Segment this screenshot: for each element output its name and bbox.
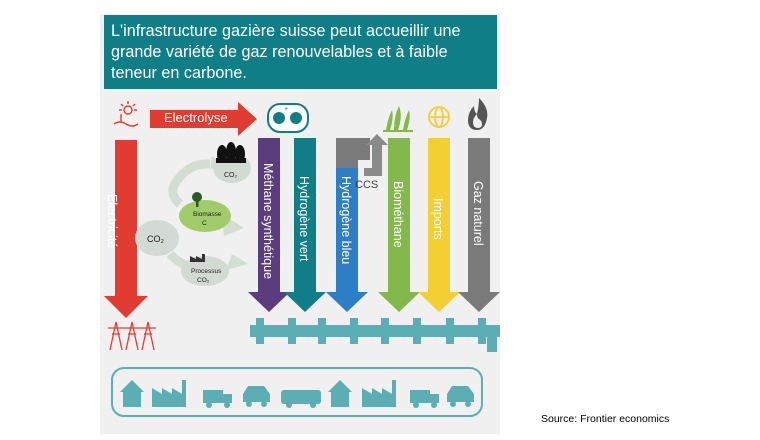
electrolyser-tank-icon: + <box>267 103 309 133</box>
biomasse-c-label: C <box>202 220 207 227</box>
tree-icon <box>192 192 202 207</box>
electricite-label: Electricité <box>105 194 119 249</box>
car-icon <box>447 386 474 407</box>
factory-co2-label: CO₂ <box>224 172 238 179</box>
ccs-label: CCS <box>355 179 378 191</box>
ccs-arrow <box>364 134 388 176</box>
imports-arrow <box>418 138 460 312</box>
processus-label: Processus <box>191 268 222 275</box>
power-pylon-icon <box>108 321 156 351</box>
bus-icon <box>281 390 321 408</box>
consumers-box <box>111 367 483 417</box>
gaz-naturel-label: Gaz naturel <box>471 181 485 246</box>
sun-wind-icon <box>113 101 139 127</box>
electrolyse-label: Electrolyse <box>164 110 228 125</box>
gaz-naturel-arrow <box>458 138 500 312</box>
hydrogene-vert-arrow <box>284 138 326 312</box>
leaves-icon <box>383 106 413 132</box>
biomethane-label: Biométhane <box>391 181 405 248</box>
factory-icon <box>152 380 186 407</box>
carbon-cycle <box>135 153 251 286</box>
processus-co2-label: CO₂ <box>197 277 210 284</box>
title-line-1: L'infrastructure gazière suisse peut acc… <box>111 22 461 40</box>
globe-icon <box>428 106 450 128</box>
flame-icon <box>468 98 488 130</box>
hydrogene-bleu-arrow <box>326 168 368 312</box>
hydrogene-vert-label: Hydrogène vert <box>297 176 311 262</box>
gas-pipe-icon <box>250 318 500 352</box>
consumer-icons <box>120 380 474 408</box>
biomethane-arrow <box>378 138 420 312</box>
imports-label: Imports <box>431 198 445 240</box>
truck-icon <box>203 390 232 408</box>
car-icon <box>243 386 270 407</box>
biomasse-label: Biomasse <box>193 211 222 218</box>
svg-text:+: + <box>284 106 288 113</box>
methane-label: Méthane synthétique <box>261 163 275 280</box>
truck-icon <box>410 390 439 408</box>
title-box: L'infrastructure gazière suisse peut acc… <box>104 15 497 89</box>
hydrogene-bleu-label: Hydrogène bleu <box>339 176 353 265</box>
house-icon <box>120 380 144 407</box>
title-line-2: grande variété de gaz renouvelables et à… <box>111 43 448 61</box>
house-icon <box>328 380 352 407</box>
electricite-arrow <box>104 140 148 318</box>
factory-icon <box>190 254 205 262</box>
factory-icon <box>362 380 396 407</box>
source-note: Source: Frontier economics <box>541 413 670 425</box>
title-line-3: teneur en carbone. <box>111 64 247 82</box>
electrolyse-arrow <box>150 102 257 136</box>
forest-icon <box>216 142 246 163</box>
methane-arrow <box>248 138 290 312</box>
co2-cloud-label: CO₂ <box>147 234 165 244</box>
